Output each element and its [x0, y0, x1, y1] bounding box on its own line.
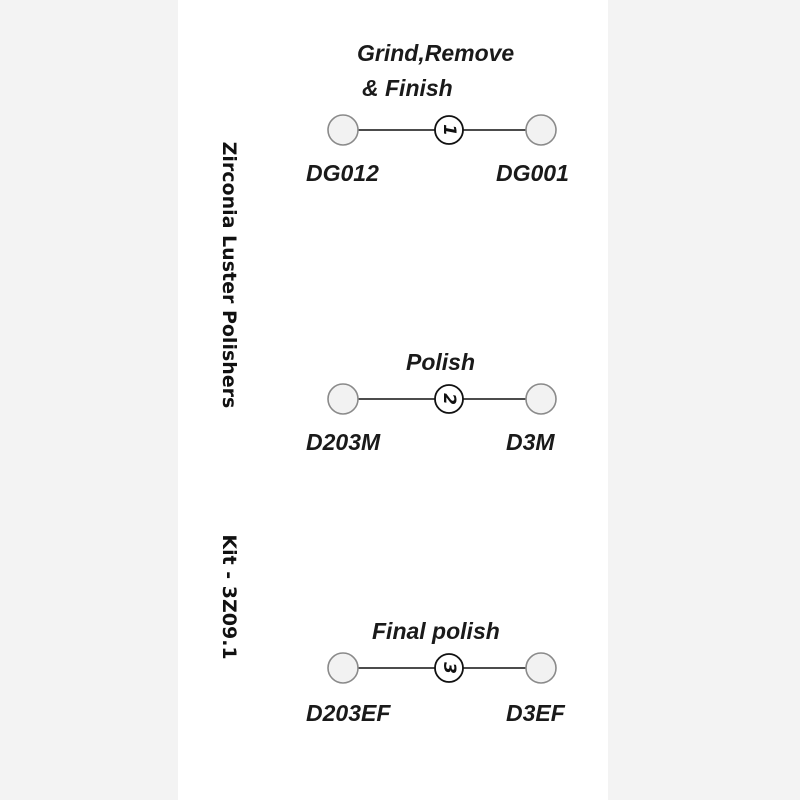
step-2-right-code: D3M	[506, 429, 555, 455]
step-1-number-badge	[434, 115, 464, 145]
step-3-left-code: D203EF	[306, 700, 391, 726]
step-3-right-end	[525, 652, 557, 684]
step-1-left-end	[327, 114, 359, 146]
step-1-title-line1: Grind,Remove	[357, 40, 515, 66]
step-2-right-end	[525, 383, 557, 415]
step-1-number: 1	[439, 124, 459, 136]
step-1-connector: 1	[327, 114, 557, 146]
step-2-number-badge	[434, 384, 464, 414]
step-1-left-code: DG012	[306, 160, 379, 186]
step-1-right-code: DG001	[496, 160, 569, 186]
step-3-right-code: D3EF	[506, 700, 565, 726]
step-2-left-code: D203M	[306, 429, 381, 455]
step-2-left-end	[327, 383, 359, 415]
step-3-number-badge	[434, 653, 464, 683]
step-3-number: 3	[439, 662, 459, 674]
step-3-left-end	[327, 652, 359, 684]
step-2-title: Polish	[406, 349, 476, 375]
step-3-connector: 3	[327, 652, 557, 684]
step-1-right-end	[525, 114, 557, 146]
step-1-title-line2: & Finish	[362, 75, 453, 101]
step-3-title: Final polish	[372, 618, 500, 644]
step-2-number: 2	[439, 393, 459, 405]
step-2-connector: 2	[327, 383, 557, 415]
